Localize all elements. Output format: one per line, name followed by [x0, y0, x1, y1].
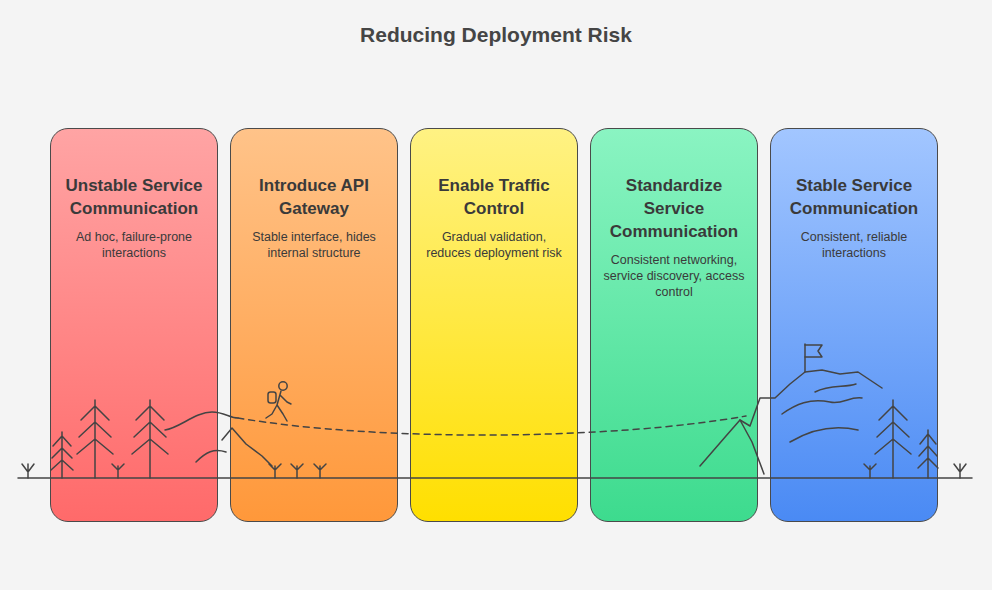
- panel-heading: Unstable Service Communication: [60, 174, 208, 220]
- hiker-backpack: [268, 392, 276, 403]
- mountain-outline: [222, 428, 272, 466]
- panel-heading: Introduce API Gateway: [240, 174, 388, 220]
- ground-line: [18, 477, 972, 479]
- panel-description: Gradual validation, reduces deployment r…: [420, 229, 568, 261]
- panel-heading: Stable Service Communication: [780, 174, 928, 220]
- mountain-ridge: [790, 428, 858, 442]
- trail-path: [238, 416, 746, 435]
- stage-panel: Unstable Service Communication Ad hoc, fa…: [50, 128, 218, 522]
- hiker-head: [279, 382, 287, 390]
- panel-description: Consistent, reliable interactions: [780, 229, 928, 261]
- stage-panel: Stable Service CommunicationConsistent, …: [770, 128, 938, 522]
- panel-description: Consistent networking, service discovery…: [600, 252, 748, 300]
- stage-panel: Enable Traffic ControlGradual validation…: [410, 128, 578, 522]
- sprout: [112, 464, 124, 478]
- pine-tree: [132, 400, 168, 478]
- sprout: [269, 464, 281, 478]
- pine-tree: [918, 430, 938, 478]
- pine-tree: [51, 432, 73, 478]
- hill-outline: [165, 412, 238, 430]
- flag-pole: [804, 344, 806, 372]
- grass-tuft: [954, 464, 966, 478]
- panel-heading: Standardize Service Communication: [600, 174, 748, 243]
- mountain-ridge: [782, 398, 862, 414]
- summit-flag: [805, 345, 822, 357]
- stage-panel: Standardize Service CommunicationConsist…: [590, 128, 758, 522]
- pine-tree: [875, 400, 911, 478]
- mountain-outline: [740, 420, 764, 474]
- stage-panel: Introduce API GatewayStable interface, h…: [230, 128, 398, 522]
- panel-description: Stable interface, hides internal structu…: [240, 229, 388, 261]
- panel-description: Ad hoc, failure-prone interactions: [60, 229, 208, 261]
- hill-outline: [196, 450, 226, 462]
- mountain-outline: [700, 370, 882, 466]
- sprout: [314, 464, 326, 478]
- sprout: [864, 464, 876, 478]
- diagram-title: Reducing Deployment Risk: [0, 21, 992, 49]
- panel-heading: Enable Traffic Control: [420, 174, 568, 220]
- mountain-ridge: [815, 384, 856, 392]
- pine-tree: [77, 400, 113, 478]
- sprout: [291, 464, 303, 478]
- hiker-body: [266, 391, 291, 421]
- grass-tuft: [22, 464, 34, 478]
